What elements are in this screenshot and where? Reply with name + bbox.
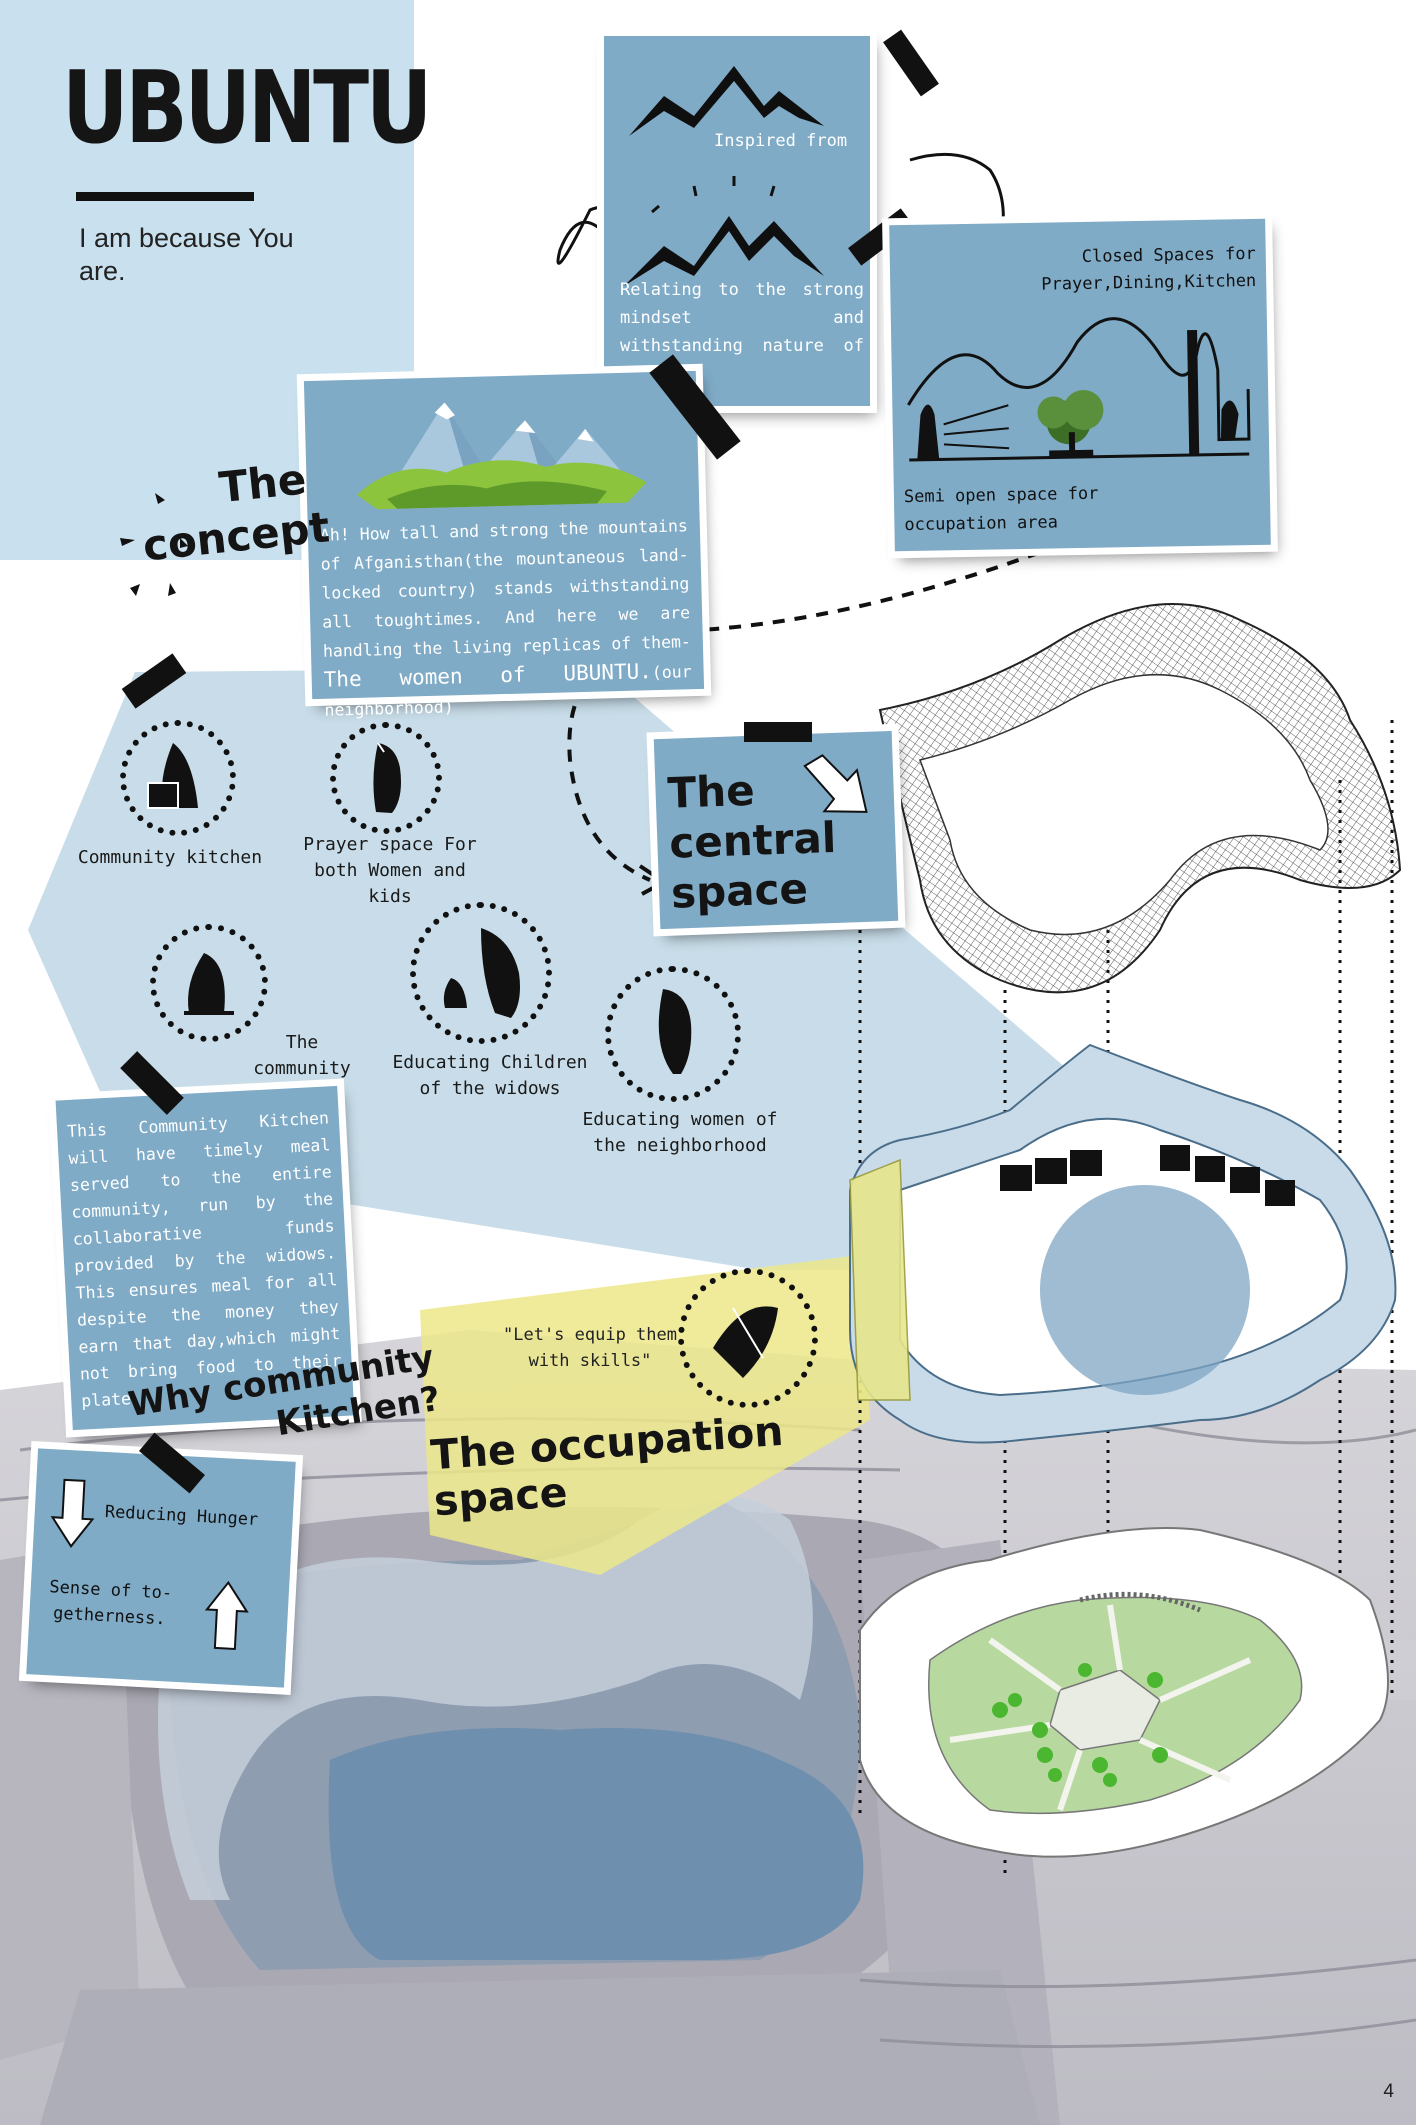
arrow-down-icon <box>50 1478 95 1548</box>
section-card: Closed Spaces for Prayer,Dining,Kitchen … <box>889 218 1271 552</box>
central-space-line3: space <box>670 863 809 918</box>
activity-circle <box>605 966 741 1102</box>
concept-card: Ah! How tall and strong the mountains of… <box>303 370 705 720</box>
inspired-card: Inspired from Relating to the strong min… <box>604 36 870 406</box>
benefits-card: Reducing Hunger Sense of to-getherness. <box>26 1448 296 1688</box>
concept-text-main: Ah! How tall and strong the mountains of… <box>319 516 692 661</box>
central-space-card: The central space <box>653 730 899 930</box>
praying-woman-icon <box>373 742 401 813</box>
benefit-togetherness: Sense of to-getherness. <box>48 1577 173 1630</box>
page-subtitle: I am because You are. <box>79 223 294 286</box>
activity-label: Prayer space For both Women and kids <box>303 834 477 907</box>
occupation-circle <box>678 1268 818 1408</box>
inspired-caption: Inspired from <box>714 131 848 151</box>
mountain-sketch-icon <box>624 66 824 286</box>
occupation-quote: "Let's equip them with skills" <box>503 1325 677 1371</box>
arrow-up-icon <box>204 1580 249 1651</box>
page-number: 4 <box>1383 2081 1394 2102</box>
title-divider <box>76 192 254 201</box>
activity-label: Community kitchen <box>77 847 263 868</box>
activity-circle <box>410 902 552 1044</box>
activity-label: Educating women of the neighborhood <box>582 1109 778 1156</box>
section-bottom-text: Semi open space for occupation area <box>903 483 1099 536</box>
woman-reading-icon <box>658 989 692 1074</box>
enclosure-model <box>849 1043 1397 1444</box>
activity-label: Educating Children of the widows <box>392 1052 588 1099</box>
activity-circle <box>330 722 442 834</box>
inspired-text: Relating to the strong mindset and withs… <box>620 280 864 384</box>
tape <box>744 722 812 742</box>
cooking-woman-icon <box>147 743 198 809</box>
arrow-down-right-icon <box>803 754 868 813</box>
section-sketch-icon <box>907 317 1251 462</box>
activity-circle <box>150 924 268 1042</box>
sewing-woman-icon <box>713 1306 778 1378</box>
mesh-roof-model <box>878 603 1402 994</box>
dining-woman-icon <box>184 953 234 1015</box>
concept-text-emphasis: The women of UBUNTU. <box>323 659 653 692</box>
green-mountains-icon <box>356 402 647 510</box>
dashed-connector <box>567 543 1061 882</box>
activity-circle <box>120 720 236 836</box>
mother-child-icon <box>443 928 520 1018</box>
benefit-reducing-hunger: Reducing Hunger <box>104 1501 259 1531</box>
page-title: UBUNTU <box>62 49 432 166</box>
garden-plan-model <box>859 1527 1389 1858</box>
burst-marks-icon <box>120 493 188 596</box>
concept-text: Ah! How tall and strong the mountains of… <box>320 511 693 725</box>
